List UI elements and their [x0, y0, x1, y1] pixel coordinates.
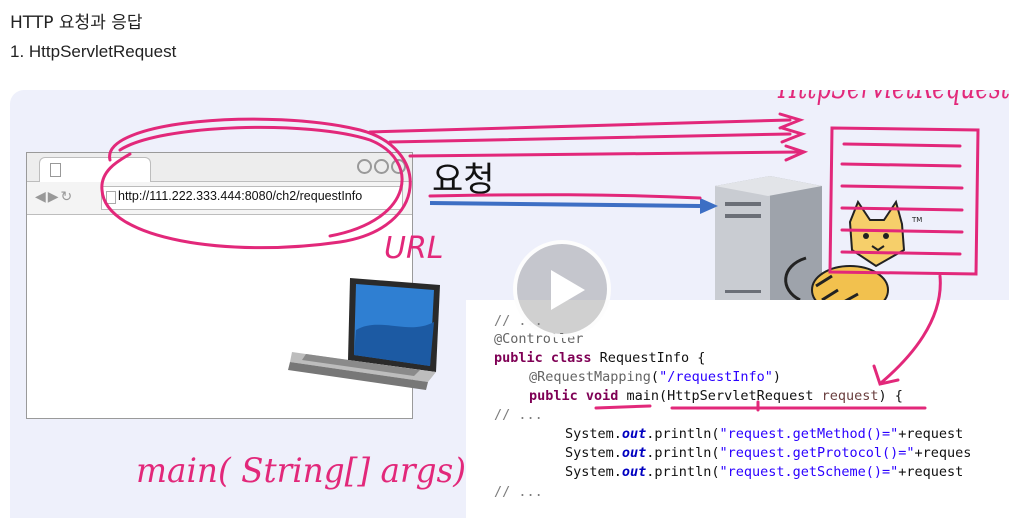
code-comment: // ...	[494, 484, 543, 500]
window-controls	[355, 159, 406, 178]
code-request-mapping: @RequestMapping("/requestInfo")	[529, 369, 781, 385]
code-class-decl: public class RequestInfo {	[494, 349, 705, 368]
code-string: "/requestInfo"	[659, 369, 773, 385]
video-slide[interactable]: ◀▶↻ http://111.222.333.444:8080/ch2/requ…	[10, 90, 1009, 518]
trademark-mark: TM	[911, 216, 922, 224]
code-annotation: @RequestMapping	[529, 369, 651, 385]
page-title: HTTP 요청과 응답	[10, 13, 143, 33]
browser-window: ◀▶↻ http://111.222.333.444:8080/ch2/requ…	[26, 152, 413, 419]
code-class-name: RequestInfo {	[591, 350, 706, 366]
browser-url: http://111.222.333.444:8080/ch2/requestI…	[118, 189, 363, 203]
code-keyword: public class	[494, 350, 592, 366]
play-button[interactable]	[513, 240, 611, 338]
play-icon	[551, 270, 585, 310]
code-keyword: public void	[529, 388, 619, 404]
code-param: request	[821, 388, 879, 404]
request-label: 요청	[432, 160, 495, 200]
browser-back-forward-icons: ◀▶↻	[35, 189, 75, 205]
code-method-sig: main(HttpServletRequest	[618, 388, 822, 404]
code-method-decl: public void main(HttpServletRequest requ…	[529, 387, 903, 406]
code-println-scheme: System.out.println("request.getScheme()=…	[565, 464, 964, 480]
browser-toolbar: ◀▶↻ http://111.222.333.444:8080/ch2/requ…	[27, 182, 412, 215]
browser-tab-bar	[27, 153, 412, 182]
code-println-protocol: System.out.println("request.getProtocol(…	[565, 445, 972, 461]
browser-tab	[39, 157, 151, 182]
browser-address-bar: http://111.222.333.444:8080/ch2/requestI…	[101, 186, 403, 210]
code-comment: // ...	[494, 407, 543, 423]
code-method-end: ) {	[878, 388, 903, 404]
code-println-method: System.out.println("request.getMethod()=…	[565, 426, 964, 442]
handwritten-http-servlet-request: HttpServletRequest	[777, 90, 1009, 107]
section-title: 1. HttpServletRequest	[10, 42, 177, 61]
handwritten-main-args: main( String[] args)	[136, 451, 466, 491]
page-icon	[106, 191, 116, 204]
page-icon	[50, 163, 61, 177]
